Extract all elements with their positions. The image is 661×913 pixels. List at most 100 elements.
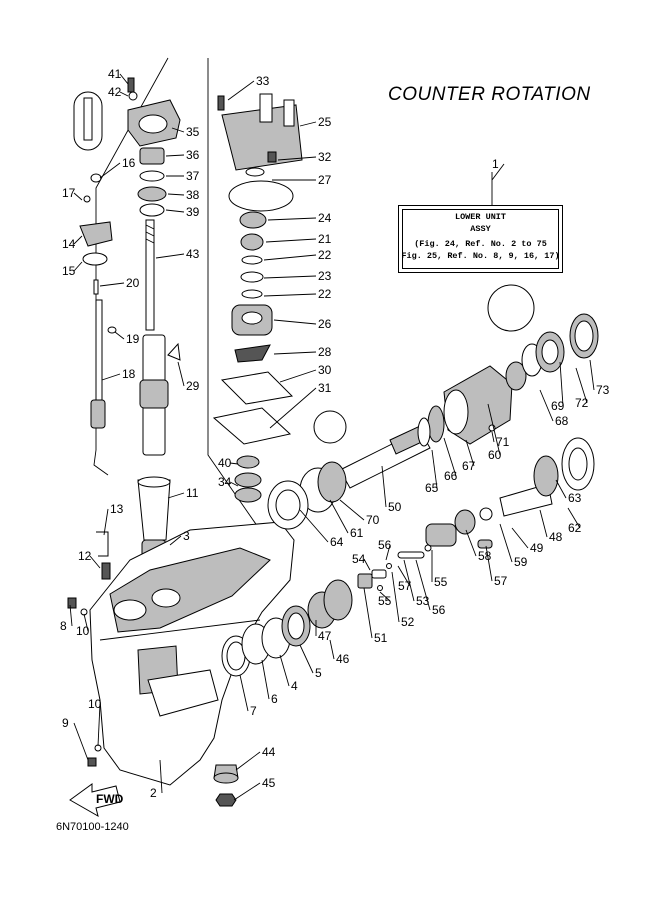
callout-leader-43 (155, 253, 185, 259)
callout-leader-25 (299, 121, 317, 127)
callout-1: 1 (492, 157, 499, 171)
callout-4: 4 (291, 679, 298, 693)
callout-leader-73 (589, 359, 595, 391)
callout-48: 48 (549, 530, 563, 544)
callout-19: 19 (126, 332, 140, 346)
callout-46: 46 (336, 652, 350, 666)
callout-29: 29 (186, 379, 200, 393)
callout-57: 57 (398, 579, 412, 593)
callout-20: 20 (126, 276, 140, 290)
callout-32: 32 (318, 150, 332, 164)
callout-leader-3 (169, 535, 182, 546)
callout-leader-71 (491, 431, 495, 443)
callout-leader-66 (443, 437, 457, 477)
callout-leader-62 (567, 507, 581, 529)
callout-50: 50 (388, 500, 402, 514)
callout-leader-12 (89, 555, 101, 569)
callout-leader-22 (263, 293, 317, 297)
callout-leader-32 (277, 156, 317, 161)
callout-55: 55 (378, 594, 392, 608)
callout-leader-22 (263, 254, 317, 261)
callout-40: 40 (218, 456, 232, 470)
callout-leader-44 (235, 751, 261, 771)
callout-leader-68 (539, 389, 554, 422)
callout-62: 62 (568, 521, 582, 535)
callout-leader-57 (397, 565, 411, 587)
callout-leader-39 (165, 209, 185, 213)
callout-52: 52 (401, 615, 415, 629)
callout-58: 58 (478, 549, 492, 563)
callout-leader-20 (99, 282, 125, 287)
callout-31: 31 (318, 381, 332, 395)
callout-leader-63 (555, 479, 567, 499)
callout-11: 11 (186, 486, 199, 500)
callout-leader-30 (279, 369, 317, 383)
callout-6: 6 (271, 692, 278, 706)
callout-leader-51 (363, 587, 373, 639)
callout-43: 43 (186, 247, 200, 261)
callout-14: 14 (62, 237, 76, 251)
callout-leader-58 (465, 529, 477, 557)
callout-9: 9 (62, 716, 69, 730)
callout-leader-14 (73, 235, 83, 245)
callout-60: 60 (488, 448, 502, 462)
callout-35: 35 (186, 125, 200, 139)
callout-67: 67 (462, 459, 476, 473)
drawing-code: 6N70100-1240 (56, 821, 129, 833)
lower-unit-housing (89, 521, 295, 786)
info-line-2: ASSY (470, 224, 491, 234)
callout-leader-31 (269, 387, 317, 429)
callout-leader-65 (431, 449, 438, 489)
callout-leader-8 (69, 604, 73, 627)
callout-10: 10 (88, 697, 102, 711)
callout-22: 22 (318, 248, 332, 262)
shift-rod-assembly (73, 91, 181, 429)
callout-8: 8 (60, 619, 67, 633)
callout-leader-6 (261, 659, 270, 700)
callout-leader-13 (103, 508, 109, 536)
callout-leader-29 (177, 361, 185, 387)
propeller-shaft (267, 425, 431, 530)
water-pump-parts (212, 211, 294, 503)
callout-leader-64 (299, 509, 329, 543)
callout-leader-57 (485, 545, 493, 582)
callout-72: 72 (575, 396, 589, 410)
callout-leader-40 (229, 462, 239, 465)
callout-64: 64 (330, 535, 344, 549)
callout-57: 57 (494, 574, 508, 588)
callout-leader-9 (73, 722, 89, 761)
frame-lines (93, 57, 261, 531)
fwd-arrow: FWD (69, 783, 124, 818)
callout-10: 10 (76, 624, 90, 638)
callout-34: 34 (218, 475, 232, 489)
forward-gear-set (533, 437, 595, 497)
callout-22: 22 (318, 287, 332, 301)
callout-73: 73 (596, 383, 610, 397)
pinion-gear (213, 764, 239, 807)
callout-59: 59 (514, 555, 528, 569)
callout-leader-67 (465, 439, 475, 467)
propeller-shaft-housing (417, 361, 527, 447)
drive-shaft (139, 219, 169, 456)
callout-leader-35 (171, 127, 185, 133)
callout-leader-1 (491, 163, 505, 181)
callout-51: 51 (374, 631, 388, 645)
shift-plunger-parts (357, 539, 493, 591)
callout-61: 61 (350, 526, 364, 540)
callout-leader-49 (511, 527, 529, 549)
callout-37: 37 (186, 169, 200, 183)
callout-leader-19 (114, 331, 125, 340)
callout-leader-72 (575, 367, 588, 404)
callout-leader-16 (99, 162, 121, 179)
callout-leader-26 (273, 319, 317, 325)
callout-71: 71 (496, 435, 510, 449)
callout-leader-11 (167, 492, 185, 499)
callout-leader-56 (415, 559, 431, 611)
callout-leader-42 (119, 91, 129, 97)
callout-41: 41 (108, 67, 122, 81)
info-line-3: (Fig. 24, Ref. No. 2 to 75 (414, 239, 547, 249)
callout-leader-54 (363, 558, 371, 571)
callout-leader-33 (227, 80, 255, 101)
callout-leader-15 (73, 261, 83, 272)
